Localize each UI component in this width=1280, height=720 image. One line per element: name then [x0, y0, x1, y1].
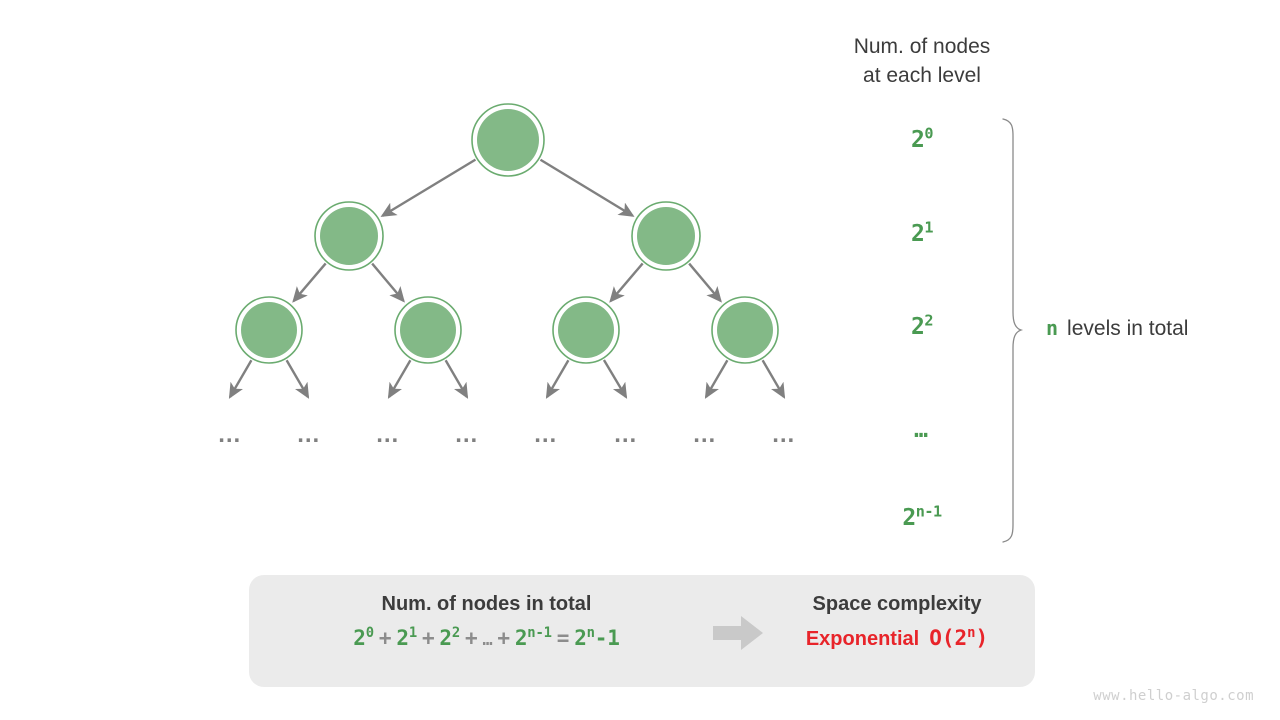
- tree-leaf-ellipsis: …: [454, 421, 480, 448]
- tree-node-ring: [631, 201, 701, 271]
- tree-edge: [380, 158, 477, 217]
- tree-node: [637, 207, 695, 265]
- level-label-base: 2: [911, 221, 925, 247]
- summary-left-column: Num. of nodes in total 20+21+22+…+2n-1=2…: [249, 593, 724, 650]
- tree-edge: [285, 359, 310, 399]
- levels-column-header: Num. of nodes at each level: [853, 35, 991, 87]
- flow-arrow-icon: [713, 616, 763, 650]
- tree-leaf-ellipsis: …: [375, 421, 401, 448]
- summary-right-column: Space complexity Exponential O(2n): [759, 593, 1035, 651]
- tree-leaf-ellipsis: …: [771, 421, 797, 448]
- formula-term-exponent: n: [586, 625, 595, 641]
- tree-leaf-ellipsis: …: [692, 421, 718, 448]
- big-o-base: O(2: [929, 626, 968, 650]
- tree-leaf-ellipsis: …: [296, 421, 322, 448]
- formula-term: 2n-1: [574, 626, 620, 650]
- tree-edge: [292, 262, 327, 303]
- level-label-base: 2: [911, 127, 925, 153]
- level-node-count-label: 21: [911, 218, 933, 247]
- formula-term-exponent: 0: [365, 625, 374, 641]
- level-node-count-label: 20: [911, 124, 933, 153]
- tree-node: [477, 109, 539, 171]
- formula-operator: +: [465, 626, 478, 650]
- tree-edge: [371, 262, 405, 303]
- formula-operator: +: [421, 626, 435, 650]
- complexity-big-o: O(2n): [929, 626, 988, 650]
- formula-term-base: 2: [396, 626, 409, 650]
- tree-node-ring: [235, 296, 303, 364]
- formula-operator: +: [497, 626, 510, 650]
- total-levels-caption: n levels in total: [1046, 316, 1188, 341]
- level-node-count-label: …: [914, 417, 930, 443]
- tree-node-ring: [314, 201, 384, 271]
- tree-edge: [704, 359, 729, 399]
- formula-term: 2n-1: [515, 626, 552, 650]
- complexity-verdict: Exponential O(2n): [759, 626, 1035, 651]
- tree-edge: [228, 359, 253, 399]
- tree-edge: [539, 158, 635, 217]
- tree-node-ring: [471, 103, 545, 177]
- level-label-exponent: 1: [924, 218, 933, 237]
- tree-leaf-ellipsis: …: [613, 421, 639, 448]
- tree-edges: [228, 158, 786, 399]
- tree-edge: [602, 359, 628, 399]
- space-complexity-title: Space complexity: [812, 593, 982, 615]
- tree-node: [320, 207, 378, 265]
- formula-operator: +: [378, 626, 392, 650]
- total-nodes-title: Num. of nodes in total: [381, 593, 592, 615]
- formula-ellipsis: …: [482, 629, 493, 649]
- big-o-tail: ): [975, 626, 989, 650]
- formula-term: 21: [396, 626, 417, 650]
- tree-node: [558, 302, 614, 358]
- tree-edge: [761, 359, 786, 399]
- level-label-base: 2: [902, 505, 916, 531]
- complexity-verdict-word: Exponential: [805, 628, 920, 650]
- summary-panel: Num. of nodes in total 20+21+22+…+2n-1=2…: [249, 575, 1035, 687]
- tree-node-ring: [394, 296, 462, 364]
- tree-leaf-ellipsis: …: [533, 421, 559, 448]
- formula-term: 22: [439, 626, 460, 650]
- formula-operator: =: [556, 626, 570, 650]
- tree-node-ring: [711, 296, 779, 364]
- tree-edge: [609, 262, 644, 303]
- formula-term-exponent: 2: [451, 625, 461, 641]
- formula-term-base: 2: [353, 626, 366, 650]
- tree-leaf-ellipsis: …: [217, 421, 243, 448]
- level-label-base: …: [914, 417, 930, 443]
- formula-term-base: 2: [514, 626, 528, 650]
- total-levels-variable: n: [1046, 316, 1059, 340]
- tree-edge: [444, 359, 469, 399]
- big-o-exponent: n: [967, 625, 976, 641]
- level-label-base: 2: [911, 314, 925, 340]
- total-levels-text: levels in total: [1067, 317, 1189, 340]
- tree-node-ring: [552, 296, 620, 364]
- site-watermark: www.hello-algo.com: [1093, 688, 1254, 704]
- tree-nodes: [235, 103, 779, 364]
- tree-edge: [688, 262, 722, 303]
- formula-term-base: 2: [574, 626, 587, 650]
- level-node-count-label: 22: [911, 311, 933, 340]
- levels-brace: [1002, 118, 1024, 543]
- tree-edge: [387, 359, 412, 399]
- total-nodes-formula: 20+21+22+…+2n-1=2n-1: [249, 626, 724, 650]
- formula-term: 20: [353, 626, 374, 650]
- level-label-exponent: 0: [924, 124, 933, 143]
- formula-term-base: 2: [439, 626, 452, 650]
- tree-node: [717, 302, 773, 358]
- tree-node: [241, 302, 297, 358]
- level-node-count-label: 2n-1: [902, 502, 942, 531]
- tree-node: [400, 302, 456, 358]
- formula-term-exponent: 1: [408, 625, 417, 641]
- level-label-exponent: 2: [924, 311, 933, 330]
- tree-edge: [545, 359, 570, 399]
- formula-term-exponent: n-1: [527, 625, 552, 641]
- level-label-exponent: n-1: [915, 502, 942, 521]
- formula-term-suffix: -1: [594, 626, 620, 650]
